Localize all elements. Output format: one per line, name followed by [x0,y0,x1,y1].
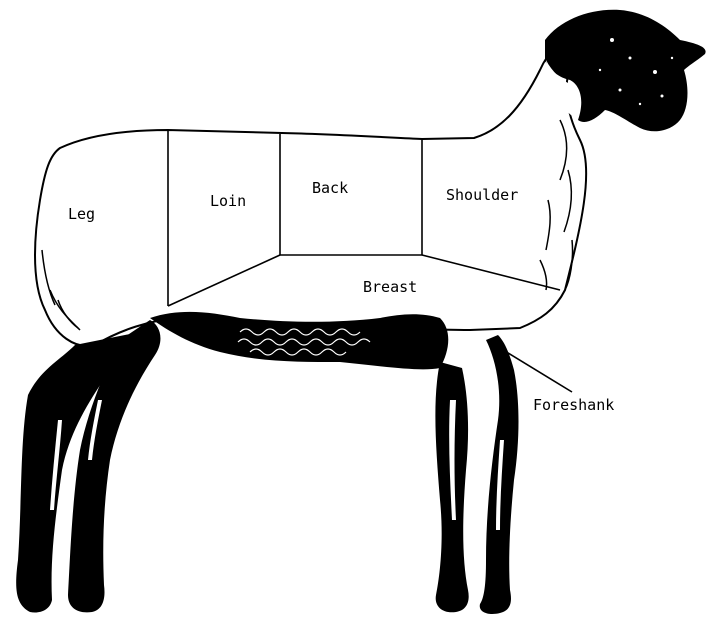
label-loin: Loin [210,192,246,210]
label-back: Back [312,179,348,197]
label-leg: Leg [68,205,95,223]
label-foreshank: Foreshank [533,396,614,414]
label-breast: Breast [363,278,417,296]
label-shoulder: Shoulder [446,186,518,204]
